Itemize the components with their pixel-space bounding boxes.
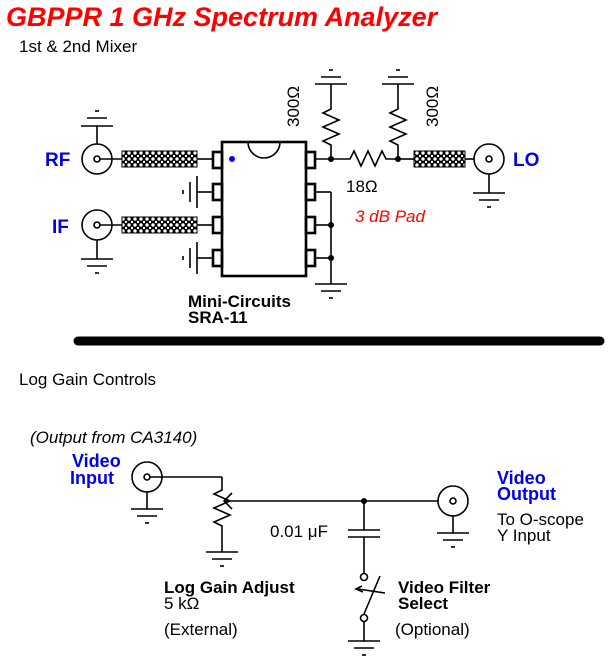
output-dest-line-2: Y Input [497, 526, 551, 545]
rf-coax [121, 150, 198, 168]
resistor-300-left-label: 300Ω [284, 86, 303, 127]
lo-port-label: LO [513, 150, 539, 171]
rf-connector [81, 110, 122, 175]
attenuator-pad [315, 69, 414, 168]
sra11-mixer-chip [211, 140, 317, 278]
if-connector [81, 209, 122, 274]
pot-name-label: Log Gain Adjust [164, 578, 295, 597]
resistor-300-right-label: 300Ω [423, 86, 442, 127]
video-output-label-2: Output [497, 484, 556, 504]
if-coax [121, 216, 198, 234]
mixer-section-heading: 1st & 2nd Mixer [19, 37, 137, 56]
switch-note-label: (Optional) [395, 620, 470, 639]
log-gain-heading: Log Gain Controls [19, 370, 156, 389]
capacitor-label: 0.01 μF [270, 522, 328, 541]
filter-capacitor [348, 501, 380, 573]
source-note: (Output from CA3140) [30, 428, 197, 447]
lo-coax [413, 150, 466, 168]
log-gain-potentiometer [206, 477, 438, 567]
chip-maker-label: Mini-Circuits [188, 292, 291, 311]
ground-pin2 [182, 176, 213, 208]
ground-pin4 [182, 242, 213, 274]
pin1-dot [229, 156, 235, 162]
video-filter-switch[interactable] [348, 572, 386, 656]
chip-model-label: SRA-11 [188, 308, 248, 327]
video-output-connector [437, 485, 469, 548]
pot-value-label: 5 kΩ [164, 594, 199, 613]
right-ground-bus [315, 191, 347, 299]
switch-name-line-1: Video Filter [398, 578, 491, 597]
video-input-label-1: Video [72, 451, 121, 471]
pad-label: 3 dB Pad [355, 207, 425, 226]
resistor-18-label: 18Ω [346, 177, 378, 196]
output-dest-line-1: To O-scope [497, 510, 584, 529]
rf-port-label: RF [45, 150, 70, 171]
pot-note-label: (External) [164, 620, 238, 639]
lo-connector [473, 143, 505, 208]
switch-name-line-2: Select [398, 594, 448, 613]
page-title: GBPPR 1 GHz Spectrum Analyzer [6, 2, 439, 32]
video-input-label-2: Input [70, 468, 114, 488]
if-port-label: IF [52, 217, 69, 238]
video-output-label-1: Video [497, 468, 546, 488]
video-input-connector [131, 461, 222, 524]
